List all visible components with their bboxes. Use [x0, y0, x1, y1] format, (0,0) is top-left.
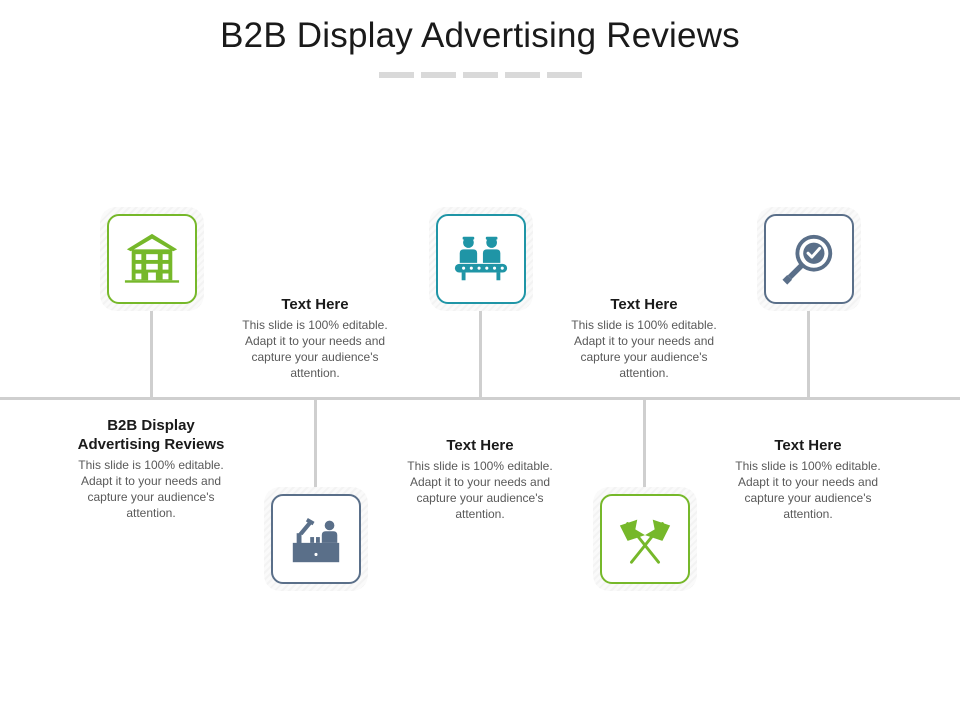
item-heading: Text Here: [281, 296, 349, 313]
connector-5: [807, 310, 810, 398]
item-body: This slide is 100% editable. Adapt it to…: [407, 459, 553, 521]
connector-3: [479, 310, 482, 398]
icon-card-3: [429, 207, 533, 311]
item-body: This slide is 100% editable. Adapt it to…: [78, 458, 224, 520]
icon-card-4: [593, 487, 697, 591]
item-heading: Text Here: [446, 437, 514, 454]
text-block-2: Text Here This slide is 100% editable. A…: [235, 295, 395, 381]
text-block-1: B2B Display Advertising Reviews This sli…: [71, 416, 231, 521]
house-icon: [124, 233, 180, 283]
crossed-flags-icon: [619, 519, 671, 564]
page-title: B2B Display Advertising Reviews: [220, 16, 740, 55]
item-body: This slide is 100% editable. Adapt it to…: [571, 318, 717, 380]
text-block-3: Text Here This slide is 100% editable. A…: [400, 436, 560, 522]
connector-1: [150, 310, 153, 398]
item-heading: Text Here: [774, 437, 842, 454]
icon-card-1: [100, 207, 204, 311]
text-block-5: Text Here This slide is 100% editable. A…: [728, 436, 888, 522]
connector-2: [314, 399, 317, 487]
text-block-4: Text Here This slide is 100% editable. A…: [564, 295, 724, 381]
icon-card-2: [264, 487, 368, 591]
title-underline-bars: [379, 72, 584, 78]
connector-4: [643, 399, 646, 487]
conveyor-workers-icon: [454, 236, 508, 281]
magnifier-check-icon: [782, 234, 833, 285]
item-heading: B2B Display Advertising Reviews: [77, 417, 225, 453]
item-body: This slide is 100% editable. Adapt it to…: [242, 318, 388, 380]
item-body: This slide is 100% editable. Adapt it to…: [735, 459, 881, 521]
icon-card-5: [757, 207, 861, 311]
timeline-line: [0, 397, 960, 400]
item-heading: Text Here: [610, 296, 678, 313]
factory-worker-icon: [292, 517, 340, 563]
